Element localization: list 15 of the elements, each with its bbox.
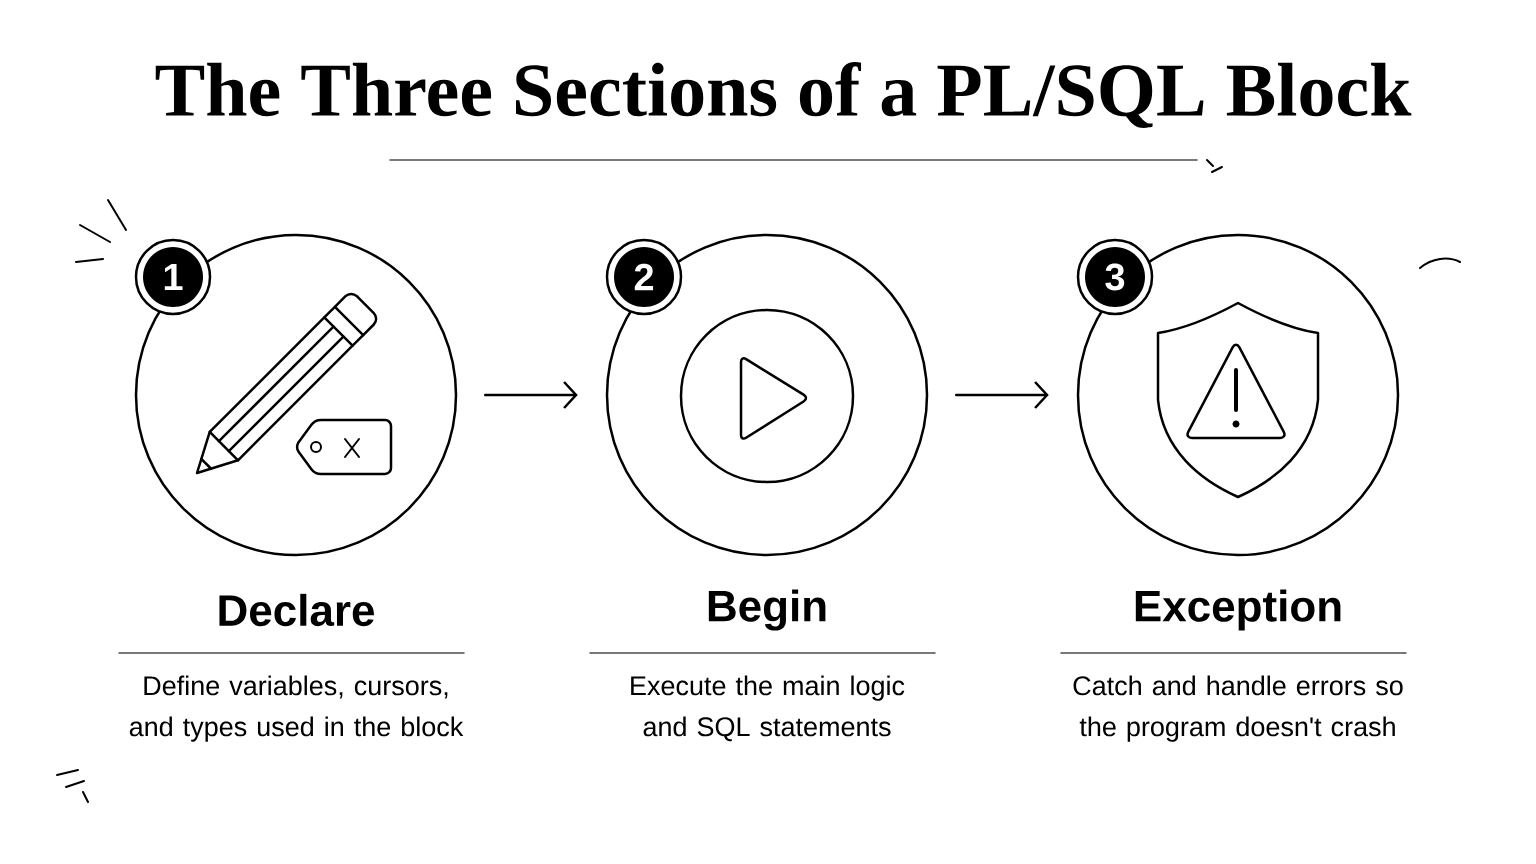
- number-badge: 2: [605, 238, 683, 316]
- step-circle: [1076, 233, 1400, 557]
- step-heading: Exception: [1135, 589, 1341, 631]
- step-heading: Begin: [708, 589, 826, 631]
- title: The Three Sections of a PL/SQL Block: [155, 62, 1412, 128]
- step-heading: Declare: [219, 593, 374, 627]
- step-circle: [134, 233, 458, 557]
- step-circle: [605, 233, 929, 557]
- step-description: Define variables, cursors, and types used in the block: [129, 675, 464, 742]
- step-description: Execute the main logic and SQL statements: [631, 675, 905, 742]
- number-badge: 1: [134, 238, 212, 316]
- step-description: Catch and handle errors so the program doesn't crash: [1073, 675, 1403, 742]
- arrow: [955, 381, 1049, 409]
- arrow: [484, 381, 578, 409]
- number-badge: 3: [1076, 238, 1154, 316]
